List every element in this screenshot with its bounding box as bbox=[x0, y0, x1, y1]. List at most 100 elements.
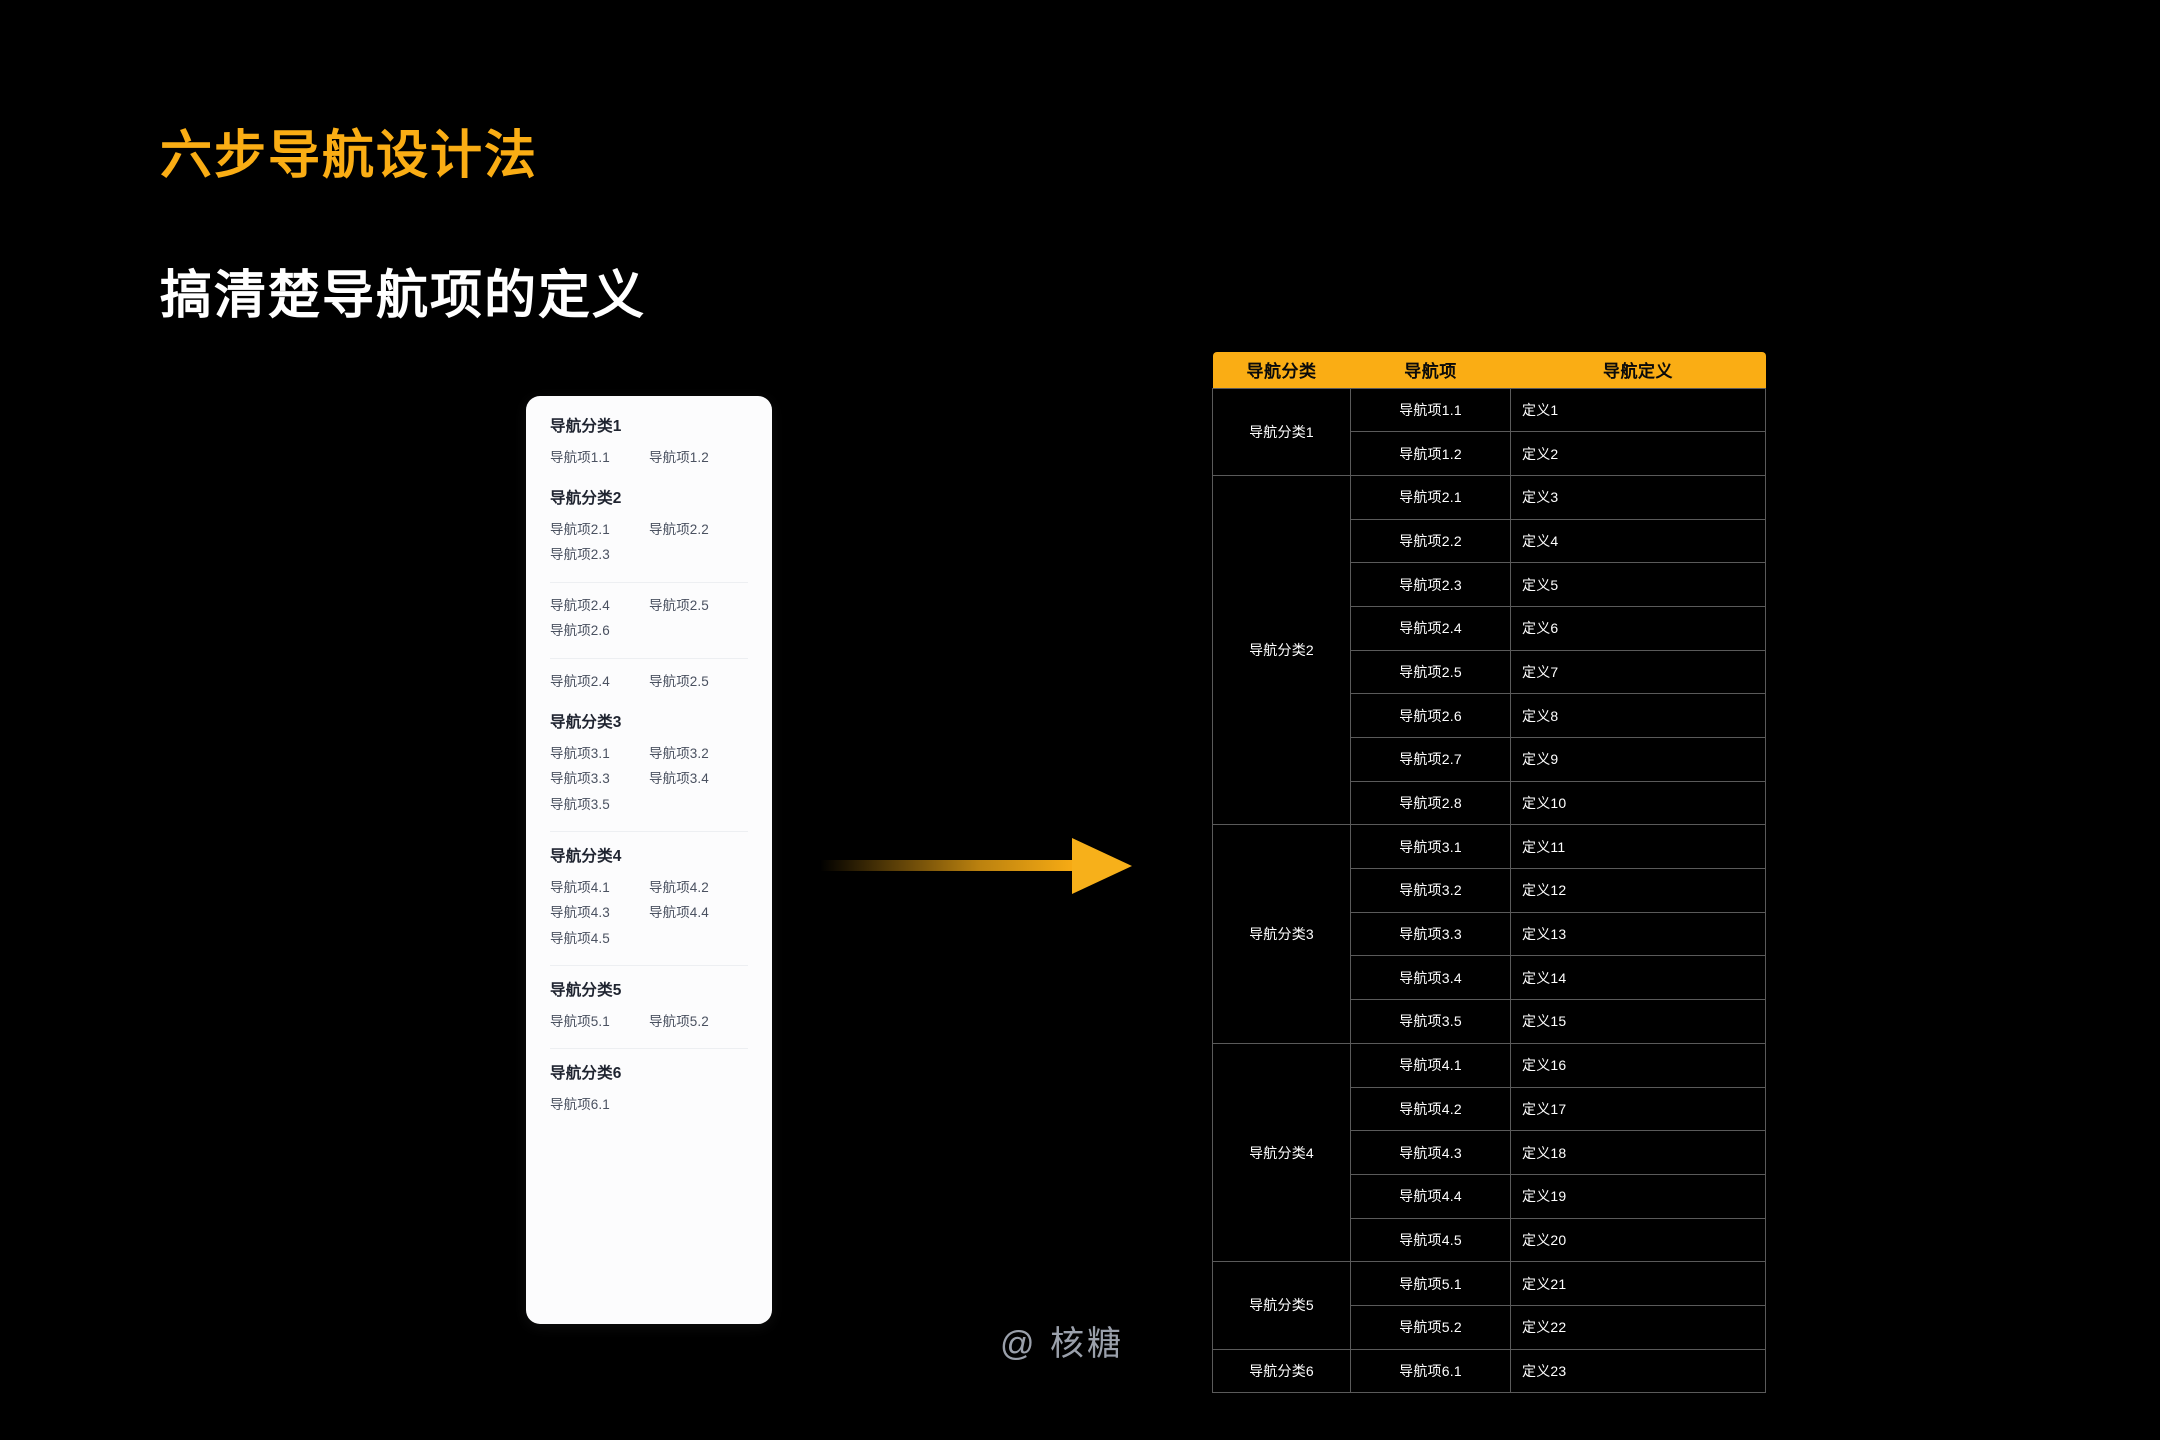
table-cell-item: 导航项3.1 bbox=[1350, 824, 1511, 870]
nav-item-list: 导航项5.1 导航项5.2 bbox=[550, 1015, 748, 1041]
table-cell-item: 导航项2.6 bbox=[1350, 693, 1511, 738]
nav-item[interactable]: 导航项4.2 bbox=[649, 879, 709, 895]
nav-item[interactable]: 导航项2.5 bbox=[649, 597, 709, 613]
table-cell-item: 导航项3.4 bbox=[1350, 955, 1511, 1001]
nav-item[interactable]: 导航项2.1 bbox=[550, 521, 610, 537]
nav-item-list: 导航项2.1 导航项2.2 导航项2.3 bbox=[550, 523, 748, 574]
nav-group-title: 导航分类5 bbox=[550, 982, 622, 1000]
table-cell-item: 导航项2.2 bbox=[1350, 518, 1511, 564]
table-cell-item: 导航项1.1 bbox=[1350, 387, 1511, 433]
table-header: 导航分类 导航项 导航定义 bbox=[1212, 352, 1766, 388]
nav-group-spacer bbox=[550, 476, 748, 490]
table-cell-definition: 定义9 bbox=[1510, 737, 1766, 782]
page-subtitle: 搞清楚导航项的定义 bbox=[160, 267, 647, 325]
table-cell-definition: 定义15 bbox=[1510, 999, 1766, 1044]
table-cell-definition: 定义10 bbox=[1510, 780, 1766, 826]
nav-item[interactable]: 导航项2.4 bbox=[550, 597, 610, 613]
nav-item[interactable]: 导航项2.5 bbox=[649, 673, 709, 689]
table-cell-definition: 定义18 bbox=[1510, 1130, 1766, 1175]
table-cell-item: 导航项4.1 bbox=[1350, 1042, 1511, 1088]
nav-item-list: 导航项2.4 导航项2.5 bbox=[550, 675, 748, 701]
table-cell-item: 导航项3.3 bbox=[1350, 911, 1511, 957]
nav-group: 导航分类3 导航项3.1 导航项3.2 导航项3.3 导航项3.4 导航项3.5 bbox=[550, 714, 748, 823]
table-cell-definition: 定义16 bbox=[1510, 1042, 1766, 1088]
table-cell-category: 导航分类4 bbox=[1212, 1042, 1351, 1263]
table-cell-item: 导航项2.8 bbox=[1350, 780, 1511, 826]
nav-item[interactable]: 导航项2.3 bbox=[550, 547, 610, 563]
arrow-head-icon bbox=[1072, 838, 1132, 894]
table-cell-item: 导航项5.1 bbox=[1350, 1261, 1511, 1306]
nav-item[interactable]: 导航项2.6 bbox=[550, 623, 610, 639]
table-cell-definition: 定义19 bbox=[1510, 1173, 1766, 1219]
table-header-row: 导航分类 导航项 导航定义 bbox=[1212, 352, 1766, 388]
nav-divider bbox=[550, 581, 748, 583]
nav-item[interactable]: 导航项3.3 bbox=[550, 771, 610, 787]
table-cell-item: 导航项2.4 bbox=[1350, 605, 1511, 651]
page-title: 六步导航设计法 bbox=[160, 127, 539, 185]
nav-item[interactable]: 导航项4.5 bbox=[550, 930, 610, 946]
table-cell-definition: 定义22 bbox=[1510, 1304, 1766, 1350]
table-cell-definition: 定义17 bbox=[1510, 1086, 1766, 1132]
table-cell-definition: 定义5 bbox=[1510, 562, 1766, 607]
table-cell-item: 导航项4.2 bbox=[1350, 1086, 1511, 1132]
nav-item-list: 导航项6.1 bbox=[550, 1098, 748, 1124]
nav-group: 导航分类5 导航项5.1 导航项5.2 bbox=[550, 982, 748, 1040]
nav-group-title: 导航分类4 bbox=[550, 848, 622, 866]
table-cell-item: 导航项6.1 bbox=[1350, 1348, 1511, 1394]
table-cell-definition: 定义6 bbox=[1510, 605, 1766, 651]
nav-item[interactable]: 导航项4.3 bbox=[550, 905, 610, 921]
nav-divider bbox=[550, 657, 748, 659]
table-cell-item: 导航项2.3 bbox=[1350, 562, 1511, 607]
nav-item[interactable]: 导航项3.5 bbox=[550, 796, 610, 812]
table-cell-item: 导航项5.2 bbox=[1350, 1304, 1511, 1350]
nav-item[interactable]: 导航项3.4 bbox=[649, 771, 709, 787]
table-cell-item: 导航项3.2 bbox=[1350, 868, 1511, 913]
table-cell-category: 导航分类6 bbox=[1212, 1348, 1351, 1394]
nav-item[interactable]: 导航项2.2 bbox=[649, 521, 709, 537]
table-cell-definition: 定义4 bbox=[1510, 518, 1766, 564]
nav-item[interactable]: 导航项3.1 bbox=[550, 745, 610, 761]
nav-group: 导航项2.4 导航项2.5 导航项2.6 bbox=[550, 599, 748, 650]
nav-item[interactable]: 导航项3.2 bbox=[649, 745, 709, 761]
nav-item[interactable]: 导航项4.1 bbox=[550, 879, 610, 895]
arrow-shaft-icon bbox=[820, 860, 1078, 871]
nav-divider bbox=[550, 831, 748, 833]
table-cell-definition: 定义23 bbox=[1510, 1348, 1766, 1394]
table-cell-definition: 定义21 bbox=[1510, 1261, 1766, 1306]
nav-item-list: 导航项2.4 导航项2.5 导航项2.6 bbox=[550, 599, 748, 650]
nav-group: 导航分类4 导航项4.1 导航项4.2 导航项4.3 导航项4.4 导航项4.5 bbox=[550, 848, 748, 957]
nav-item[interactable]: 导航项4.4 bbox=[649, 905, 709, 921]
nav-item[interactable]: 导航项6.1 bbox=[550, 1097, 610, 1113]
flow-arrow bbox=[820, 838, 1140, 894]
nav-divider bbox=[550, 1048, 748, 1050]
nav-item[interactable]: 导航项1.1 bbox=[550, 449, 610, 465]
table-cell-item: 导航项3.5 bbox=[1350, 999, 1511, 1044]
table-cell-item: 导航项2.7 bbox=[1350, 737, 1511, 782]
table-cell-item: 导航项2.1 bbox=[1350, 474, 1511, 520]
nav-item[interactable]: 导航项1.2 bbox=[649, 449, 709, 465]
nav-group-title: 导航分类3 bbox=[550, 714, 622, 732]
nav-item[interactable]: 导航项5.2 bbox=[649, 1013, 709, 1029]
nav-item[interactable]: 导航项2.4 bbox=[550, 673, 610, 689]
nav-item[interactable]: 导航项5.1 bbox=[550, 1013, 610, 1029]
table-cell-definition: 定义14 bbox=[1510, 955, 1766, 1001]
table-cell-definition: 定义2 bbox=[1510, 431, 1766, 476]
